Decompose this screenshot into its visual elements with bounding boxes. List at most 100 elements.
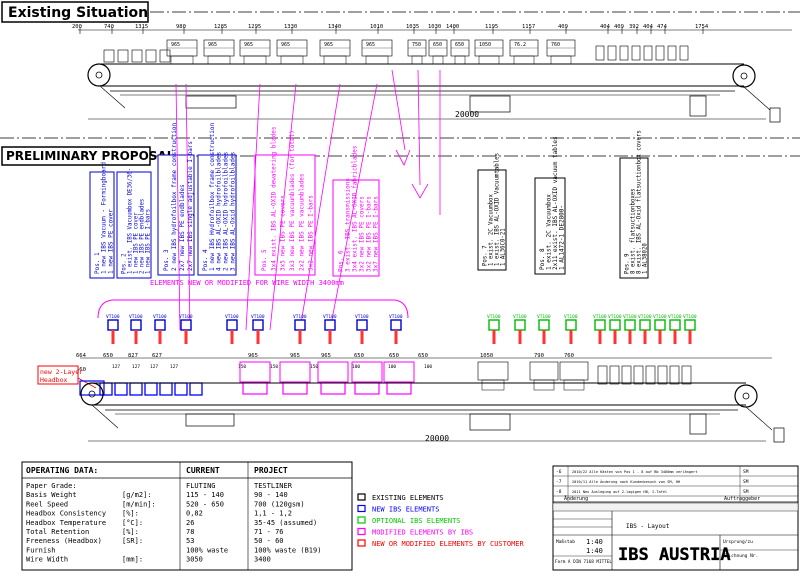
bottom-dim-label: 664 (76, 353, 87, 359)
existing-element-dim: 1050 (479, 42, 491, 48)
svg-text:[%]:: [%]: (122, 528, 139, 536)
new-ibs-element (159, 382, 173, 396)
top-dim-label: 392 (629, 24, 639, 30)
vacuum-transmitter: VT100 (225, 314, 239, 344)
existing-element-dim: 965 (366, 42, 375, 48)
existing-element (633, 365, 644, 385)
vacuum-transmitter: VT100 (608, 314, 622, 344)
pos-note-line: 1 new IBS PE cover (107, 209, 114, 274)
vacuum-transmitter: VT100 (593, 314, 607, 344)
pos-note-line: 2x2 new IBS PE vacuumblades (298, 173, 305, 271)
bottom-dim-label: 965 (248, 353, 258, 359)
svg-text:Paper Grade:: Paper Grade: (26, 482, 77, 490)
bottom-dim-label: 965 (321, 353, 331, 359)
svg-text:VT100: VT100 (564, 314, 578, 320)
pos-note-line: Pos. 5 (261, 249, 268, 271)
pos-note-line: 2x7 new IBS PE endblades (179, 184, 186, 271)
bottom-dim-label: 650 (354, 353, 364, 359)
svg-text:-8: -8 (556, 489, 562, 495)
top-dim-label: 1195 (485, 24, 498, 30)
bottom-dim-label: 827 (128, 353, 138, 359)
svg-text:VT100: VT100 (638, 314, 652, 320)
existing-element (103, 49, 115, 63)
svg-text:SM: SM (743, 479, 749, 485)
pos-note-line: Pos. 3 (163, 249, 170, 271)
new-ibs-element (144, 382, 158, 396)
svg-text:VT100: VT100 (153, 314, 167, 320)
bottom-small-dim: 150 (238, 364, 246, 370)
existing-element (145, 49, 157, 63)
svg-text:OPTIONAL IBS ELEMENTS: OPTIONAL IBS ELEMENTS (372, 517, 461, 525)
svg-text:VT100: VT100 (106, 314, 120, 320)
operating-data-header: OPERATING DATA: (26, 466, 98, 475)
vacuum-transmitter: VT100 (355, 314, 369, 344)
existing-element (559, 361, 589, 381)
svg-text:100% waste (B19): 100% waste (B19) (254, 546, 321, 554)
svg-text:90 - 140: 90 - 140 (254, 491, 288, 499)
svg-text:NEW IBS ELEMENTS: NEW IBS ELEMENTS (372, 506, 439, 514)
pos-note-line: 1 new IBS PE I-bars (146, 209, 152, 274)
existing-element (645, 365, 656, 385)
svg-text:NEW OR MODIFIED ELEMENTS BY CU: NEW OR MODIFIED ELEMENTS BY CUSTOMER (372, 540, 525, 548)
svg-text:[m/min]:: [m/min]: (122, 500, 156, 508)
existing-element (609, 365, 620, 385)
new-ibs-element (174, 382, 188, 396)
existing-machine: 20000 (87, 63, 781, 123)
existing-element-dim: 965 (208, 42, 217, 48)
existing-element (681, 365, 692, 385)
vacuum-transmitter: VT100 (513, 314, 527, 344)
pos-note-line: 1 AL38020 (643, 243, 649, 274)
svg-text:Wire Width: Wire Width (26, 556, 68, 564)
svg-text:Furnish: Furnish (26, 546, 56, 554)
svg-text:2010/11 Alle Änderung nach Kun: 2010/11 Alle Änderung nach Kundenbesuch … (572, 479, 680, 484)
svg-text:35-45 (assumed): 35-45 (assumed) (254, 519, 317, 527)
svg-text:-6: -6 (556, 469, 562, 475)
svg-text:-7: -7 (556, 479, 562, 485)
existing-title: Existing Situation (8, 5, 148, 21)
svg-text:VT100: VT100 (487, 314, 501, 320)
bottom-small-dim: 150 (310, 364, 318, 370)
pos-note-line: 8 exist. IBS AL-Oxid flatsuctionbox cove… (637, 130, 643, 274)
top-dim-label: 1157 (522, 24, 535, 30)
vacuum-transmitter: VT100 (668, 314, 682, 344)
existing-element (131, 49, 143, 63)
top-dim-label: 1035 (406, 24, 419, 30)
top-dim-label: 1010 (370, 24, 383, 30)
svg-text:VT100: VT100 (623, 314, 637, 320)
svg-text:VT100: VT100 (537, 314, 551, 320)
vacuum-transmitter: VT100 (251, 314, 265, 344)
existing-element-dim: 965 (171, 42, 180, 48)
operating-data-table: OPERATING DATA: CURRENT PROJECT Paper Gr… (21, 461, 353, 571)
pos-note-line: Pos. 6 (337, 250, 344, 272)
scale-top: 1:40 (586, 538, 603, 546)
svg-text:VT100: VT100 (355, 314, 369, 320)
vacuum-transmitter: VT100 (106, 314, 120, 344)
pos-note-line: 3x4 exist. IBS AL-OXID dewatering blades (270, 126, 277, 271)
pos-note-line: 1 exist. IBS Vacuumbox DE36/36- (128, 168, 134, 274)
pos-note-line: Pos. 8 (539, 248, 546, 270)
existing-element (477, 361, 509, 381)
top-dim-label: 1285 (214, 24, 227, 30)
svg-text:50 - 60: 50 - 60 (254, 537, 284, 545)
new-ibs-element (189, 382, 203, 396)
pos-note-line: 1 AL36C0-21 (501, 228, 507, 266)
top-dim-label: 200 (72, 24, 82, 30)
top-dim-label: 1295 (248, 24, 261, 30)
bottom-dim-label: 650 (103, 353, 113, 359)
svg-text:[°C]:: [°C]: (122, 519, 143, 527)
proposal-title: PRELIMINARY PROPOSAL (6, 149, 175, 163)
scale-bottom: 1:40 (586, 547, 603, 555)
svg-text:78: 78 (186, 528, 194, 536)
pos-note-line: 2 new IBS AL-OXID hydrofoilblades (223, 151, 230, 271)
svg-text:VT100: VT100 (251, 314, 265, 320)
